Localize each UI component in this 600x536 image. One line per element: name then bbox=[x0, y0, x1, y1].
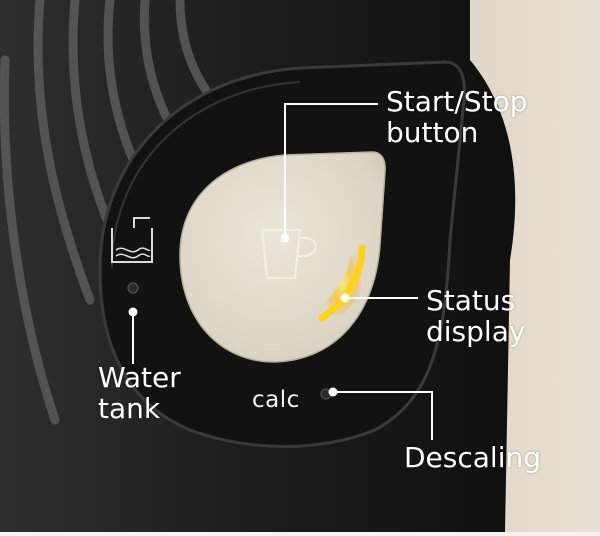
descaling-callout: Descaling bbox=[404, 442, 541, 473]
calc-label: calc bbox=[252, 387, 300, 413]
start-stop-label-line1: Start/Stop bbox=[386, 85, 528, 118]
status-display bbox=[318, 244, 366, 322]
start-stop-label-line2: button bbox=[386, 116, 479, 149]
start-stop-leader bbox=[284, 103, 378, 238]
descaling-leader bbox=[333, 391, 433, 440]
start-stop-callout: Start/Stop button bbox=[386, 86, 528, 148]
status-label-line2: display bbox=[426, 315, 526, 348]
cup-icon bbox=[260, 228, 317, 280]
water-tank-label-line1: Water bbox=[98, 361, 181, 394]
callout-lines bbox=[128, 103, 433, 440]
status-dot bbox=[340, 293, 350, 303]
descaling-label: Descaling bbox=[404, 441, 542, 474]
water-tank-label-line2: tank bbox=[98, 392, 161, 425]
water-tank-dot bbox=[128, 307, 138, 317]
descaling-dot bbox=[328, 387, 338, 397]
water-tank-led bbox=[127, 282, 139, 294]
panel-highlight bbox=[111, 81, 301, 269]
start-stop-dot bbox=[280, 233, 290, 243]
status-label-line1: Status bbox=[426, 284, 516, 317]
status-callout: Status display bbox=[426, 285, 525, 347]
water-tank-callout: Water tank bbox=[98, 362, 181, 424]
water-tank-icon bbox=[111, 217, 153, 263]
